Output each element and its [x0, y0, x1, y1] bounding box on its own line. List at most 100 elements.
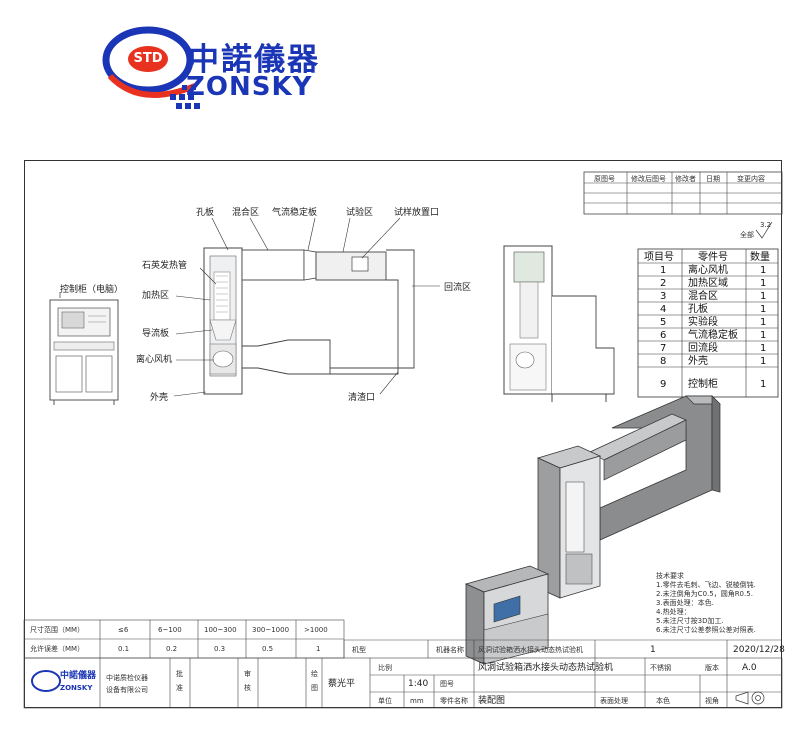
roughness-label: 全部 — [740, 230, 754, 239]
svg-text:ZONSKY: ZONSKY — [60, 684, 93, 692]
parts-cell-6-2: 1 — [760, 343, 766, 354]
small-logo-text: 中諾儀器 — [60, 669, 97, 681]
company-line1: 中诺质检仪器 — [106, 673, 148, 682]
tech-req-5: 5.未注尺寸按3D加工. — [656, 616, 724, 625]
label-quartz-tube: 石英发热管 — [142, 259, 187, 271]
tech-req-4: 4.热处理： — [656, 607, 691, 616]
label-control-cabinet: 控制柜（电脑） — [60, 283, 123, 295]
parts-cell-0-0: 1 — [660, 265, 666, 276]
title-block-grid — [23, 639, 783, 709]
logo-chinese-name: 中諾儀器 — [188, 42, 320, 78]
roughness-note: 3.2 全部 — [740, 221, 773, 239]
rev-header-3: 日期 — [706, 175, 720, 183]
parts-cell-6-0: 7 — [660, 343, 666, 354]
tolerance-range-4: >1000 — [304, 626, 328, 634]
callout-leaders — [173, 217, 440, 397]
label-shell: 外壳 — [150, 391, 168, 403]
drawn-label-2: 图 — [311, 684, 318, 692]
tolerance-value-3: 0.5 — [262, 645, 273, 653]
parts-cell-0-2: 1 — [760, 265, 766, 276]
label-orifice-plate: 孔板 — [196, 206, 214, 218]
parts-cell-4-2: 1 — [760, 317, 766, 328]
tolerance-range-2: 100~300 — [204, 626, 237, 634]
approve-label-1: 批 — [176, 669, 183, 678]
isometric-assembly-view — [464, 395, 721, 665]
version-label: 版本 — [705, 663, 719, 672]
parts-cell-1-0: 2 — [660, 278, 666, 289]
parts-cell-5-2: 1 — [760, 330, 766, 341]
parts-cell-4-1: 实验段 — [688, 315, 718, 328]
parts-cell-4-0: 5 — [660, 317, 666, 328]
review-label-2: 核 — [244, 683, 251, 692]
roughness-value: 3.2 — [760, 221, 771, 229]
small-logo: 中諾儀器 ZONSKY — [31, 669, 97, 692]
parts-cell-2-2: 1 — [760, 291, 766, 302]
parts-cell-3-0: 4 — [660, 304, 666, 315]
tolerance-value-1: 0.2 — [166, 645, 177, 653]
label-centrifugal-fan: 离心风机 — [136, 353, 172, 365]
machine-name-label: 机器名称 — [436, 645, 464, 654]
drawing-date: 2020/12/28 — [733, 645, 785, 655]
label-heating-zone: 加热区 — [142, 289, 169, 301]
label-stabilizer: 气流稳定板 — [272, 206, 317, 218]
label-sample-port: 试样放置口 — [394, 206, 439, 218]
machine-qty: 1 — [650, 645, 656, 655]
company-line2: 设备有限公司 — [106, 685, 148, 694]
unit-label: 单位 — [378, 696, 392, 705]
tech-req-2: 2.未注倒角为C0.5，圆角R0.5. — [656, 589, 753, 598]
revision-table: 原图号 修改后图号 修改者 日期 变更内容 — [583, 171, 783, 215]
tolerance-row2-label: 允许误差（MM） — [30, 644, 84, 653]
surface-label: 表面处理 — [600, 696, 628, 705]
parts-cell-5-1: 气流稳定板 — [688, 328, 738, 341]
wind-tunnel-side-view — [503, 245, 615, 402]
parts-cell-1-1: 加热区域 — [688, 276, 728, 289]
drawing-no-label: 图号 — [440, 680, 454, 688]
tech-req-1: 1.零件去毛刺、飞边、锐棱倒钝. — [656, 580, 756, 589]
version-value: A.0 — [742, 663, 757, 673]
logo-badge: STD — [128, 46, 168, 72]
parts-cell-7-1: 外壳 — [688, 354, 708, 367]
unit-value: mm — [410, 697, 424, 705]
scale-label: 比例 — [378, 663, 392, 672]
parts-cell-3-2: 1 — [760, 304, 766, 315]
parts-cell-6-1: 回流段 — [688, 341, 718, 354]
tolerance-range-0: ≤6 — [118, 626, 129, 634]
drawn-label-1: 绘 — [311, 669, 318, 678]
parts-cell-8-1: 控制柜 — [688, 377, 718, 390]
parts-table: 项目号 零件号 数量 — [637, 248, 779, 398]
rev-header-0: 原图号 — [594, 175, 615, 183]
label-mixing-zone: 混合区 — [232, 206, 259, 218]
review-label-1: 审 — [244, 669, 251, 678]
parts-cell-2-1: 混合区 — [688, 289, 718, 302]
view-label: 视角 — [705, 696, 719, 705]
tolerance-range-1: 6~100 — [158, 626, 182, 634]
rev-header-1: 修改后图号 — [631, 174, 666, 183]
parts-cell-8-2: 1 — [760, 379, 766, 390]
tech-req-6: 6.未注尺寸公差参照公差对照表. — [656, 625, 756, 634]
tolerance-value-4: 1 — [316, 645, 320, 653]
tech-req-3: 3.表面处理：本色. — [656, 598, 714, 607]
scale-value: 1:40 — [408, 679, 428, 689]
label-return-zone: 回流区 — [444, 281, 471, 293]
approve-label-2: 准 — [176, 683, 183, 692]
drawing-sheet — [24, 160, 782, 708]
label-test-zone: 试验区 — [346, 206, 373, 218]
parts-cell-3-1: 孔板 — [688, 302, 708, 315]
part-name-label: 零件名称 — [440, 696, 468, 705]
part-name: 装配图 — [478, 694, 505, 706]
parts-cell-2-0: 3 — [660, 291, 666, 302]
drawing-name: 风洞试验箱洒水接头动态热试验机 — [478, 661, 613, 673]
logo-english-name: ZONSKY — [186, 72, 313, 102]
parts-cell-7-0: 8 — [660, 356, 666, 367]
parts-header-part: 零件号 — [698, 251, 728, 263]
tech-req-title: 技术要求 — [656, 571, 684, 580]
machine-name: 风洞试验箱洒水接头动态热试验机 — [478, 645, 583, 654]
parts-header-item: 项目号 — [644, 251, 674, 263]
drawn-by: 蔡光平 — [328, 677, 355, 689]
tolerance-table — [23, 619, 345, 659]
machine-type-label: 机型 — [352, 645, 366, 654]
rev-header-4: 变更内容 — [737, 174, 765, 183]
surface-value: 本色 — [656, 696, 670, 705]
